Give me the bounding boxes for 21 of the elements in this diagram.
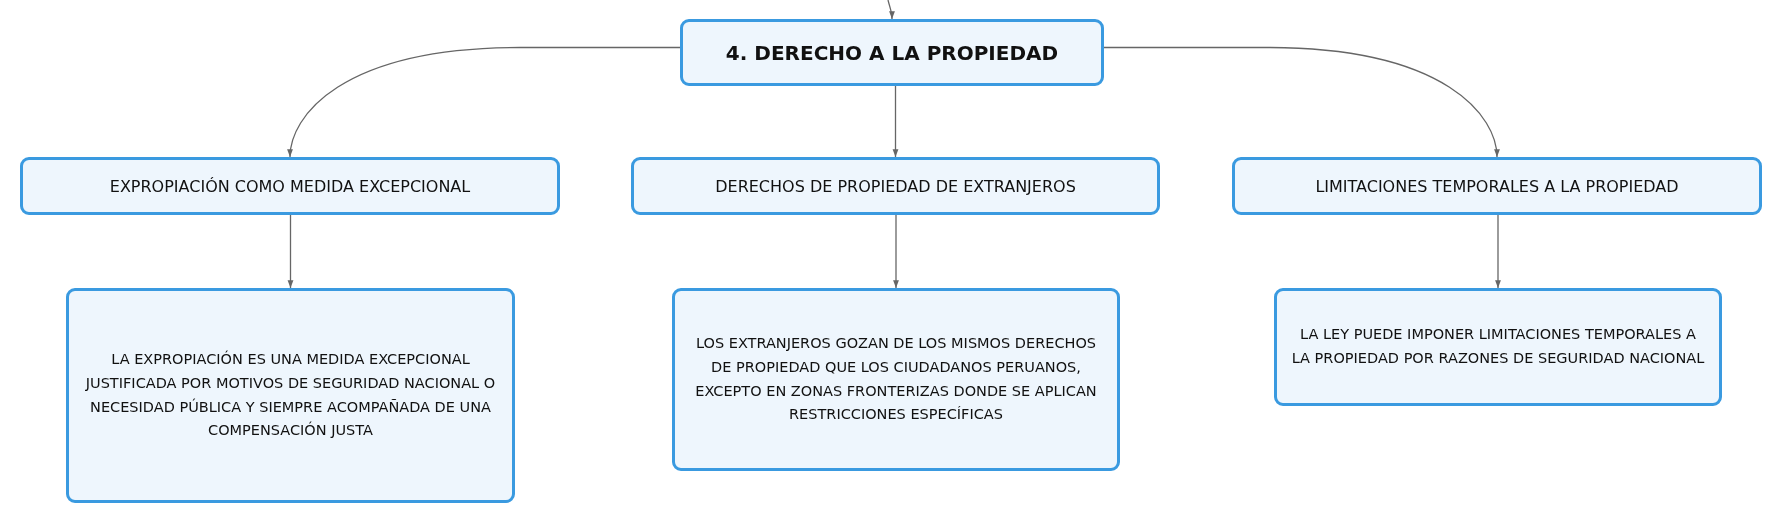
description-box bbox=[1274, 288, 1722, 406]
arrow bbox=[1495, 214, 1501, 289]
node-text: LOS EXTRANJEROS GOZAN DE LOS MISMOS DERECHOS DE PROPIEDAD QUE LOS CIUDADANOS PERUANOS, EXCEPTO EN ZONAS FRONTERIZAS DONDE SE APLICAN RESTRICCIONES ESPECÍFICAS bbox=[694, 333, 1098, 425]
description-box bbox=[672, 288, 1120, 471]
node-text: 4. DERECHO A LA PROPIEDAD bbox=[725, 40, 1059, 65]
subtopic-box bbox=[631, 157, 1160, 215]
arrow bbox=[287, 214, 294, 289]
arrow bbox=[887, 0, 895, 20]
node-text: LA LEY PUEDE IMPONER LIMITACIONES TEMPORALES A LA PROPIEDAD POR RAZONES DE SEGURIDAD NACIONAL bbox=[1290, 325, 1706, 368]
subtopic-box bbox=[20, 157, 560, 215]
arrow bbox=[892, 85, 899, 158]
arrow bbox=[1103, 46, 1500, 158]
node-text: LIMITACIONES TEMPORALES A LA PROPIEDAD bbox=[1315, 176, 1679, 196]
topic-box bbox=[680, 19, 1104, 86]
arrow bbox=[893, 214, 899, 289]
description-box bbox=[66, 288, 515, 503]
arrow bbox=[287, 46, 681, 158]
node-text: EXPROPIACIÓN COMO MEDIDA EXCEPCIONAL bbox=[109, 176, 471, 196]
node-text: DERECHOS DE PROPIEDAD DE EXTRANJEROS bbox=[715, 176, 1076, 196]
node-text: LA EXPROPIACIÓN ES UNA MEDIDA EXCEPCIONAL JUSTIFICADA POR MOTIVOS DE SEGURIDAD NACIONAL O NECESIDAD PÚBLICA Y SIEMPRE ACOMPAÑADA DE UNA COMPENSACIÓN JUSTA bbox=[84, 349, 497, 441]
subtopic-box bbox=[1232, 157, 1762, 215]
